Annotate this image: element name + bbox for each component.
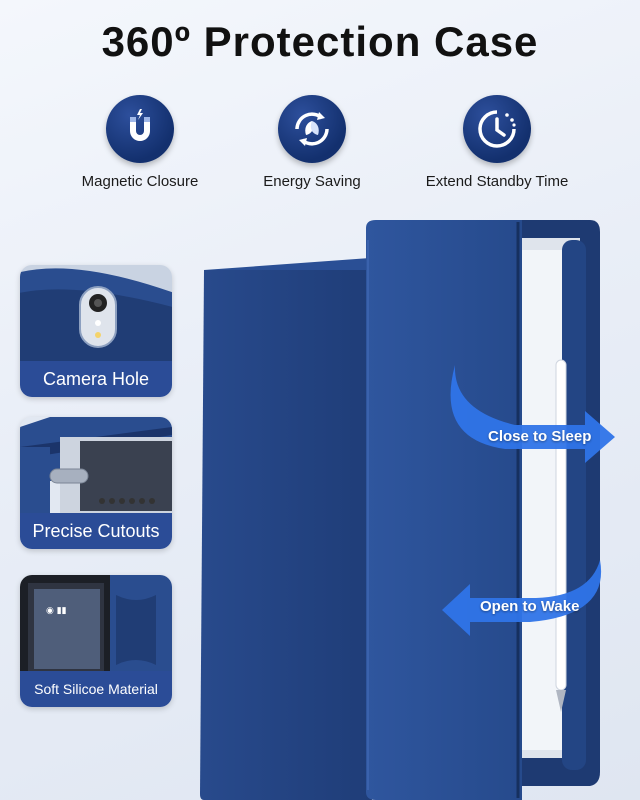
card-caption: Precise Cutouts — [20, 513, 172, 549]
detail-card-silicone: ◉ ▮▮ Soft Silicoe Material — [20, 575, 172, 707]
detail-card-cutouts: Precise Cutouts — [20, 417, 172, 549]
open-to-wake-label: Open to Wake — [480, 598, 580, 615]
feature-label: Extend Standby Time — [425, 173, 569, 190]
feature-label: Energy Saving — [263, 173, 361, 190]
card-caption: Soft Silicoe Material — [20, 671, 172, 707]
energy-saving-icon — [278, 95, 346, 163]
svg-text:◉ ▮▮: ◉ ▮▮ — [46, 606, 67, 616]
magnet-icon — [106, 95, 174, 163]
close-to-sleep-label: Close to Sleep — [488, 428, 592, 445]
tablet-case-image — [200, 220, 615, 800]
feature-energy-saving: Energy Saving — [222, 95, 402, 190]
cutouts-photo — [20, 417, 172, 549]
card-caption: Camera Hole — [20, 361, 172, 397]
camera-hole-photo — [20, 265, 172, 397]
page-title: 360º Protection Case — [101, 18, 539, 65]
clock-icon — [463, 95, 531, 163]
feature-label: Magnetic Closure — [81, 173, 199, 190]
feature-extend-standby: Extend Standby Time — [407, 95, 587, 190]
feature-magnetic-closure: Magnetic Closure — [50, 95, 230, 190]
detail-card-camera: Camera Hole — [20, 265, 172, 397]
